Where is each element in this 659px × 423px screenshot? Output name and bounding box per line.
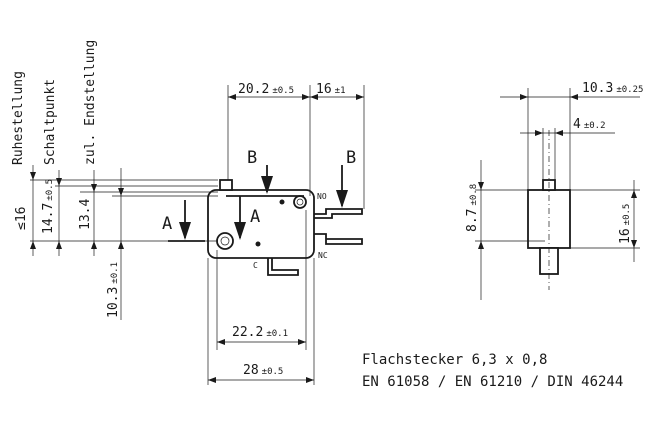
- arrow-b-left-head: [261, 176, 273, 194]
- arrowhead: [631, 190, 637, 198]
- note-line-2: EN 61058 / EN 61210 / DIN 46244: [362, 374, 623, 390]
- arrowhead: [118, 241, 124, 249]
- arrowhead: [228, 94, 236, 100]
- arrow-b-right-head: [336, 190, 348, 208]
- arrowhead: [56, 178, 62, 186]
- arrowhead: [631, 240, 637, 248]
- arrowhead: [356, 94, 364, 100]
- arrowhead: [118, 188, 124, 196]
- dim-side-8-7: 8.7±0.8: [465, 184, 480, 232]
- mounting-hole-left-inner: [220, 236, 230, 246]
- dim-20-2: 20.2±0.5: [238, 82, 294, 97]
- dim-side-4: 4±0.2: [573, 117, 606, 132]
- mounting-hole-right: [293, 195, 307, 209]
- label-ruhestellung: Ruhestellung: [11, 71, 26, 165]
- arrowhead: [217, 339, 225, 345]
- dim-28: 28±0.5: [243, 363, 283, 378]
- arrowhead: [555, 130, 563, 136]
- label-a-right: A: [250, 207, 260, 227]
- label-c: C: [253, 261, 258, 270]
- dim-16: 16±1: [316, 82, 346, 97]
- dim-10-3: 10.3±0.1: [106, 262, 121, 318]
- terminal-c: [267, 258, 299, 276]
- top-dimensions: 20.2±0.5 16±1: [227, 82, 365, 209]
- arrowhead: [30, 241, 36, 249]
- arrowhead: [208, 377, 216, 383]
- label-nc: NC: [318, 251, 328, 260]
- arrowhead: [310, 94, 318, 100]
- rivet-bottom: [255, 241, 261, 247]
- label-b-right: B: [346, 148, 356, 168]
- switch-side-view: 10.3±0.25 4±0.2 8.7±0.8 16±0.5: [465, 81, 643, 300]
- arrowhead: [91, 184, 97, 192]
- arrowhead: [30, 172, 36, 180]
- terminal-no: [314, 208, 363, 219]
- bottom-dimensions: 22.2±0.1 28±0.5: [207, 210, 315, 385]
- switch-body: [207, 189, 315, 259]
- arrowhead: [91, 241, 97, 249]
- dim-22-2: 22.2±0.1: [232, 325, 288, 340]
- arrowhead: [56, 241, 62, 249]
- arrowhead: [570, 94, 578, 100]
- note-line-1: Flachstecker 6,3 x 0,8: [362, 352, 547, 368]
- dim-13-4: 13.4: [78, 199, 93, 230]
- arrow-a-right-head: [234, 222, 246, 240]
- arrowhead: [298, 339, 306, 345]
- dim-14-7: 14.7±0.5: [41, 179, 56, 234]
- label-endstellung: zul. Endstellung: [83, 40, 98, 165]
- plunger: [219, 179, 233, 191]
- force-arrows: A A B B: [162, 148, 356, 242]
- rivet-top: [279, 199, 285, 205]
- arrowhead: [535, 130, 543, 136]
- arrowhead: [520, 94, 528, 100]
- switch-front-view: NO NC C: [207, 179, 363, 276]
- arrowhead: [302, 94, 310, 100]
- label-no: NO: [317, 192, 327, 201]
- arrow-a-left-head: [179, 222, 191, 240]
- dim-side-10-3: 10.3±0.25: [582, 81, 643, 96]
- label-a-left: A: [162, 214, 172, 234]
- terminal-nc: [314, 233, 363, 245]
- label-b-left: B: [247, 148, 257, 168]
- label-schaltpunkt: Schaltpunkt: [43, 79, 58, 165]
- arrowhead: [306, 377, 314, 383]
- arrowhead: [478, 182, 484, 190]
- mounting-hole-right-inner: [296, 198, 304, 206]
- left-dimensions: ≤16 14.7±0.5 13.4 10.3±0.1 Ruhestellung …: [11, 40, 218, 320]
- dim-rest: ≤16: [14, 207, 29, 230]
- dim-side-16: 16±0.5: [618, 204, 633, 244]
- arrowhead: [478, 241, 484, 249]
